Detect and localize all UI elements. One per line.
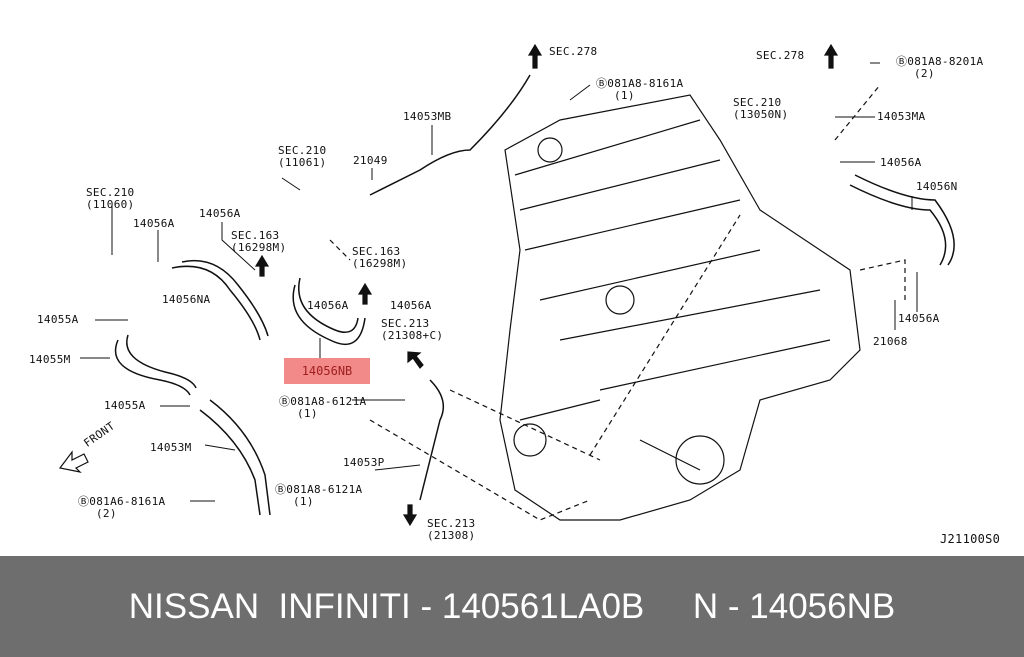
sec213-b-label: SEC.213 (21308) [427, 517, 476, 542]
part-14055m-label: 14055M [29, 353, 71, 366]
oem-part-number: N - 14056NB [692, 587, 896, 626]
part-14053ma-label: 14053MA [877, 110, 926, 123]
arrows [254, 43, 839, 527]
bolt-081a8-6121a-2-qty: (1) [293, 495, 314, 508]
leader-lines [80, 62, 918, 502]
bolt-081a8-8161a-top-label: Ⓑ081A8-8161A [596, 77, 684, 90]
sec278-right-label: SEC.278 [756, 49, 805, 62]
bolt-081a8-8201a-label: Ⓑ081A8-8201A [896, 55, 984, 68]
front-arrow-icon [58, 450, 89, 473]
part-14056a-left2-label: 14056A [199, 207, 241, 220]
part-14055a-1-label: 14055A [37, 313, 79, 326]
dashed-guides [329, 84, 906, 521]
bolt-081a8-6121a-1-label: Ⓑ081A8-6121A [279, 395, 367, 408]
sec278-left-label: SEC.278 [549, 45, 598, 58]
sec210-11060-label: SEC.210 (11060) [86, 186, 135, 211]
part-14056a-center1-label: 14056A [307, 299, 349, 312]
part-14056a-center2-label: 14056A [390, 299, 432, 312]
engine-block [499, 94, 861, 521]
diagram-code: J21100S0 [940, 532, 1001, 546]
part-number-banner: NISSAN INFINITI - 140561LA0B N - 14056NB [0, 556, 1024, 657]
part-14053mb-label: 14053MB [403, 110, 452, 123]
sec210-11061-label: SEC.210 (11061) [278, 144, 327, 169]
bolt-081a6-8161a-bottom-qty: (2) [96, 507, 117, 520]
hoses [114, 74, 955, 516]
highlighted-part-14056nb[interactable]: 14056NB [284, 358, 370, 384]
sec210-13050n-label: SEC.210 (13050N) [733, 96, 789, 121]
bolt-081a8-6121a-1-qty: (1) [297, 407, 318, 420]
bolt-081a8-8161a-top-qty: (1) [614, 89, 635, 102]
part-14055a-2-label: 14055A [104, 399, 146, 412]
bolt-081a6-8161a-bottom-label: Ⓑ081A6-8161A [78, 495, 166, 508]
parts-diagram-art [58, 43, 955, 527]
sec213-c-label: SEC.213 (21308+C) [381, 317, 444, 342]
sec163-b-label: SEC.163 (16298M) [352, 245, 408, 270]
bolt-081a8-8201a-qty: (2) [914, 67, 935, 80]
sec163-a-label: SEC.163 (16298M) [231, 229, 287, 254]
part-14056na-label: 14056NA [162, 293, 211, 306]
bolt-081a8-6121a-2-label: Ⓑ081A8-6121A [275, 483, 363, 496]
part-14053m-label: 14053M [150, 441, 192, 454]
part-21049-label: 21049 [353, 154, 388, 167]
part-14053p-label: 14053P [343, 456, 385, 469]
part-14056n-label: 14056N [916, 180, 958, 193]
part-21068-label: 21068 [873, 335, 908, 348]
part-14056a-right2-label: 14056A [898, 312, 940, 325]
part-14056a-right1-label: 14056A [880, 156, 922, 169]
part-14056a-left1-label: 14056A [133, 217, 175, 230]
brand-part-number: NISSAN INFINITI - 140561LA0B [128, 587, 645, 626]
